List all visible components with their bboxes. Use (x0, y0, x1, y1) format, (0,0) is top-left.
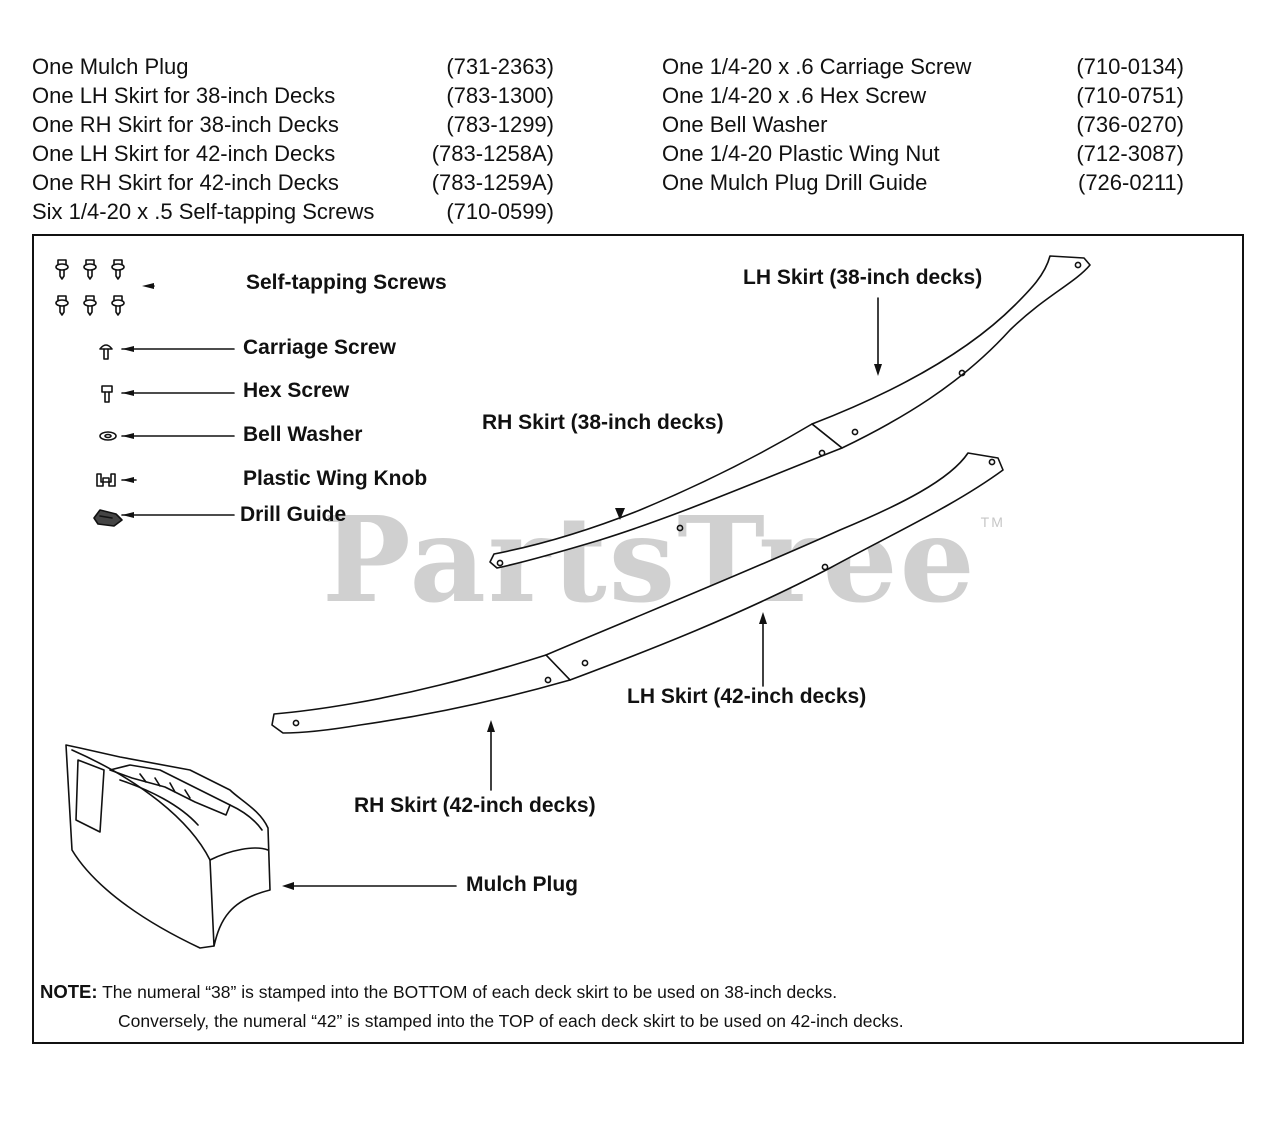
part-number: (710-0599) (446, 199, 554, 224)
parts-list-row: One 1/4-20 Plastic Wing Nut (712-3087) (662, 139, 1184, 168)
parts-list-row: One LH Skirt for 42-inch Decks (783-1258A… (32, 139, 554, 168)
label-lh-skirt-38: LH Skirt (38-inch decks) (743, 266, 983, 289)
part-number: (783-1300) (446, 83, 554, 108)
part-number: (736-0270) (1076, 112, 1184, 137)
part-number: (726-0211) (1078, 170, 1184, 195)
part-description: One 1/4-20 Plastic Wing Nut (662, 141, 940, 166)
lh-skirt-38-part (811, 255, 1091, 449)
part-number: (731-2363) (446, 54, 554, 79)
mulch-plug-part (65, 744, 271, 949)
watermark-trademark: TM (980, 514, 1005, 530)
part-description: One RH Skirt for 42-inch Decks (32, 170, 339, 195)
drill-guide-icon (93, 509, 123, 527)
label-rh-skirt-38: RH Skirt (38-inch decks) (482, 411, 724, 434)
self-tapping-screws-icon (55, 259, 125, 316)
parts-list-row: One LH Skirt for 38-inch Decks (783-1300) (32, 81, 554, 110)
part-description: One Mulch Plug (32, 54, 189, 79)
parts-list-row: One 1/4-20 x .6 Carriage Screw (710-0134) (662, 52, 1184, 81)
plastic-wing-knob-icon (96, 473, 116, 487)
parts-list-left-column: One Mulch Plug (731-2363) One LH Skirt fo… (32, 52, 554, 226)
rh-skirt-38-part (489, 423, 843, 569)
part-description: Six 1/4-20 x .5 Self-tapping Screws (32, 199, 375, 224)
note-line-1: The numeral “38” is stamped into the BOT… (102, 982, 838, 1002)
part-description: One LH Skirt for 38-inch Decks (32, 83, 336, 108)
note: NOTE: The numeral “38” is stamped into t… (40, 977, 904, 1036)
label-mulch-plug: Mulch Plug (466, 873, 578, 896)
diagram-frame (32, 234, 1244, 1044)
part-description: One LH Skirt for 42-inch Decks (32, 141, 336, 166)
label-bell-washer: Bell Washer (243, 423, 363, 446)
label-drill-guide: Drill Guide (240, 503, 347, 526)
parts-list-row: Six 1/4-20 x .5 Self-tapping Screws (710-… (32, 197, 554, 226)
leader-arrows (121, 285, 235, 516)
part-number: (710-0751) (1076, 83, 1184, 108)
label-lh-skirt-42: LH Skirt (42-inch decks) (627, 685, 867, 708)
part-number: (783-1258A) (431, 141, 554, 166)
part-number: (712-3087) (1076, 141, 1184, 166)
part-description: One 1/4-20 x .6 Carriage Screw (662, 54, 972, 79)
parts-list-row: One Bell Washer (736-0270) (662, 110, 1184, 139)
parts-list: One Mulch Plug (731-2363) One LH Skirt fo… (32, 52, 1192, 227)
lh-skirt-42-part (545, 452, 1004, 681)
label-carriage-screw: Carriage Screw (243, 336, 396, 359)
part-description: One RH Skirt for 38-inch Decks (32, 112, 339, 137)
part-description: One Mulch Plug Drill Guide (662, 170, 928, 195)
parts-list-row: One Mulch Plug (731-2363) (32, 52, 554, 81)
bell-washer-icon (99, 431, 117, 441)
label-hex-screw: Hex Screw (243, 379, 350, 402)
part-number: (710-0134) (1076, 54, 1184, 79)
carriage-screw-icon (99, 344, 113, 360)
part-description: One 1/4-20 x .6 Hex Screw (662, 83, 927, 108)
parts-list-row: One 1/4-20 x .6 Hex Screw (710-0751) (662, 81, 1184, 110)
label-rh-skirt-42: RH Skirt (42-inch decks) (354, 794, 596, 817)
parts-list-right-column: One 1/4-20 x .6 Carriage Screw (710-0134)… (662, 52, 1184, 197)
parts-list-row: One Mulch Plug Drill Guide (726-0211) (662, 168, 1184, 197)
part-number: (783-1299) (446, 112, 554, 137)
part-description: One Bell Washer (662, 112, 828, 137)
label-plastic-wing-knob: Plastic Wing Knob (243, 467, 428, 490)
label-self-tapping-screws: Self-tapping Screws (246, 271, 447, 294)
note-line-2: Conversely, the numeral “42” is stamped … (118, 1011, 904, 1031)
hex-screw-icon (101, 385, 113, 403)
rh-skirt-42-part (271, 654, 571, 734)
parts-list-row: One RH Skirt for 38-inch Decks (783-1299) (32, 110, 554, 139)
part-number: (783-1259A) (431, 170, 554, 195)
parts-list-row: One RH Skirt for 42-inch Decks (783-1259A… (32, 168, 554, 197)
note-key: NOTE: (40, 981, 98, 1002)
